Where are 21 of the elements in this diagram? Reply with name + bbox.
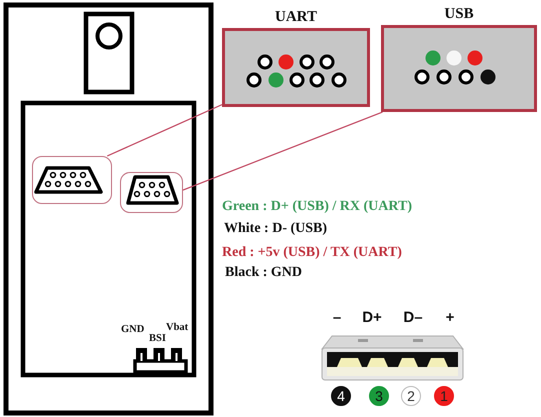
pin-label: – — [332, 309, 342, 326]
pin-number: 3 — [369, 386, 389, 406]
port-callout-frame — [120, 172, 183, 213]
pin-number: 1 — [434, 386, 454, 406]
color-key-text: Black : GND — [225, 265, 302, 281]
pin-label: GND — [121, 324, 144, 336]
port-callout-frame — [32, 156, 112, 204]
connector-heading: USB — [444, 6, 474, 23]
color-key-text: Green : D+ (USB) / RX (UART) — [222, 199, 412, 215]
leader-line — [182, 111, 383, 191]
color-key-text: Red : +5v (USB) / TX (UART) — [222, 245, 402, 261]
pin-number: 4 — [331, 386, 351, 406]
leader-line — [106, 104, 222, 157]
connector-heading: UART — [275, 9, 317, 26]
pin-label: + — [446, 309, 454, 326]
pin-number: 2 — [401, 386, 421, 406]
color-key-text: White : D- (USB) — [224, 221, 328, 237]
pin-label: Vbat — [166, 322, 188, 334]
pin-label: D+ — [362, 309, 382, 326]
pin-label: D– — [403, 309, 423, 326]
pin-label: BSI — [149, 333, 166, 345]
